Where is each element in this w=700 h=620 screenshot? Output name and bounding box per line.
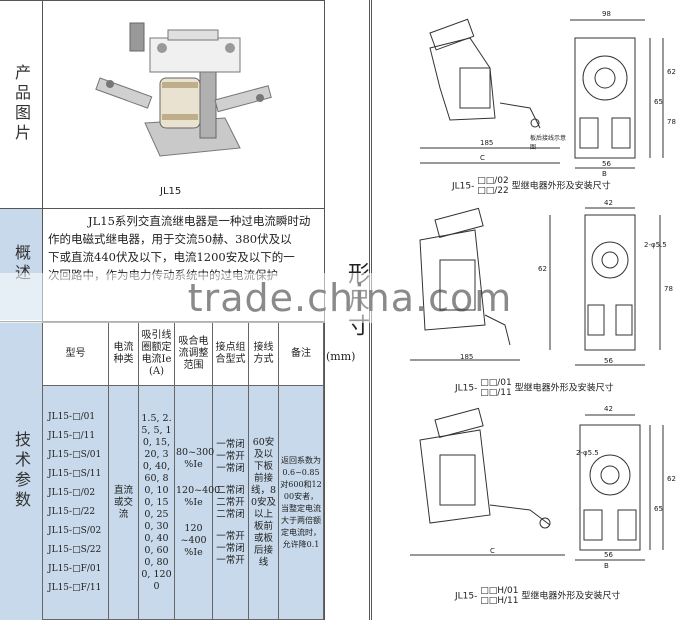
dim-label: 42 — [604, 199, 613, 207]
divider — [0, 208, 325, 209]
label-tech-params: 技术参数 — [0, 322, 42, 620]
notes-cell: 返回系数为0.6~0.85对600和1200安者，当整定电流大于两倍额定电流时，… — [278, 385, 324, 620]
dim-label: B — [604, 562, 609, 570]
drawing-code: □□H/01 — [480, 586, 519, 596]
dim-label: B — [602, 170, 607, 178]
drawing-note: 板后接线示意图 — [530, 135, 567, 151]
col-header-notes: 备注 — [278, 322, 324, 386]
dim-label: 78 — [664, 285, 673, 293]
spec-table: 型号 电流种类 吸引线圈额定电流Ie (A) 吸合电流调整范围 接点组合型式 接… — [42, 322, 324, 620]
dim-label: 42 — [604, 405, 613, 413]
dim-label: 62 — [538, 265, 547, 273]
drawing-code: □□/02 — [477, 176, 509, 186]
pickup-range-item: 120~400 %Ie — [176, 484, 221, 508]
model-item: JL15-□S/02 — [48, 525, 102, 536]
dim-label: 56 — [604, 551, 613, 559]
col-header-wiring: 接线方式 — [248, 322, 279, 386]
dim-label: 78 — [667, 118, 676, 126]
contact-item: 二常闭 — [216, 484, 245, 496]
contact-item: 二常开 — [216, 496, 245, 508]
col-header-contacts: 接点组合型式 — [212, 322, 249, 386]
current-type-cell: 直流或交流 — [108, 385, 139, 620]
product-model-caption: JL15 — [160, 186, 182, 197]
dim-label: C — [480, 154, 485, 162]
dim-label: 2-φ5.5 — [644, 241, 667, 249]
table-row: JL15-□/01 JL15-□/11 JL15-□S/01 JL15-□S/1… — [42, 385, 324, 620]
contact-item: 一常闭 — [216, 438, 245, 450]
contact-item: 一常开 — [216, 554, 245, 566]
drawing-1-caption: JL15- □□/02 □□/22 型继电器外形及安装尺寸 — [452, 176, 611, 196]
label-product-image: 产品图片 — [12, 64, 31, 144]
drawing-code: □□/01 — [480, 378, 512, 388]
model-item: JL15-□F/01 — [48, 563, 102, 574]
col-header-model: 型号 — [42, 322, 109, 386]
table-header-row: 型号 电流种类 吸引线圈额定电流Ie (A) 吸合电流调整范围 接点组合型式 接… — [42, 322, 324, 386]
pickup-range-item: 80~300 %Ie — [176, 446, 215, 470]
drawing-3: 42 2-φ5.5 C 56 B 62 65 — [380, 405, 690, 575]
col-header-pickup-range: 吸合电流调整范围 — [174, 322, 213, 386]
contacts-cell: 一常闭 一常开 一常闭 二常闭 二常开 二常闭 一常开 一常闭 一常开 — [212, 385, 249, 620]
drawing-3-caption: JL15- □□H/01 □□H/11 型继电器外形及安装尺寸 — [455, 586, 621, 606]
pickup-range-item: 120 ~400 %Ie — [180, 522, 207, 558]
contact-item: 一常闭 — [216, 462, 245, 474]
dim-label: 2-φ5.5 — [576, 449, 599, 457]
watermark: trade.china.com — [0, 273, 700, 323]
model-item: JL15-□S/01 — [48, 449, 102, 460]
contact-item: 一常闭 — [216, 542, 245, 554]
dim-label: 65 — [654, 98, 663, 106]
drawing-code: □□H/11 — [480, 596, 519, 606]
overview-line: JL15系列交直流继电器是一种过电流瞬时动 — [88, 214, 311, 228]
dim-label: 56 — [604, 357, 613, 365]
drawing-1: 98 185 C 56 B 62 65 78 板后接线示意图 — [380, 8, 690, 178]
model-item: JL15-□/11 — [48, 430, 96, 441]
col-header-current-type: 电流种类 — [108, 322, 139, 386]
contact-item: 二常闭 — [216, 508, 245, 520]
drawing-2-caption: JL15- □□/01 □□/11 型继电器外形及安装尺寸 — [455, 378, 614, 398]
dim-label: 56 — [602, 160, 611, 168]
contact-item: 一常开 — [216, 450, 245, 462]
model-list: JL15-□/01 JL15-□/11 JL15-□S/01 JL15-□S/1… — [42, 385, 109, 620]
label-unit: (mm) — [326, 350, 356, 363]
overview-line: 作的电磁式继电器，用于交流50赫、380伏及以 — [48, 232, 292, 246]
model-item: JL15-□/01 — [48, 411, 96, 422]
dim-label: 185 — [460, 353, 474, 361]
rated-current-cell: 1.5, 2.5, 5, 10, 15, 20, 30, 40, 60, 80,… — [138, 385, 175, 620]
dim-label: 62 — [667, 475, 676, 483]
dim-label: 98 — [602, 10, 611, 18]
drawing-code: □□/11 — [480, 388, 512, 398]
pickup-range-cell: 80~300 %Ie 120~400 %Ie 120 ~400 %Ie — [174, 385, 221, 620]
wiring-cell: 60安及以下板前接线，80安及以上板前或板后接线 — [248, 385, 279, 620]
dim-label: C — [490, 547, 495, 555]
model-item: JL15-□/22 — [48, 506, 96, 517]
contact-item: 一常开 — [216, 530, 245, 542]
model-item: JL15-□/02 — [48, 487, 96, 498]
overview-line: 下或直流440伏及以下，电流1200安及以下的一 — [48, 250, 295, 264]
model-item: JL15-□F/11 — [48, 582, 102, 593]
model-item: JL15-□S/11 — [48, 468, 102, 479]
dim-label: 185 — [480, 139, 494, 147]
drawing-code: □□/22 — [477, 186, 509, 196]
drawing-2: 42 2-φ5.5 185 56 62 78 — [380, 199, 690, 370]
col-header-rated-current: 吸引线圈额定电流Ie (A) — [138, 322, 175, 386]
model-item: JL15-□S/22 — [48, 544, 102, 555]
divider — [0, 0, 325, 1]
dim-label: 65 — [654, 505, 663, 513]
dim-label: 62 — [667, 68, 676, 76]
product-photo — [90, 18, 280, 168]
